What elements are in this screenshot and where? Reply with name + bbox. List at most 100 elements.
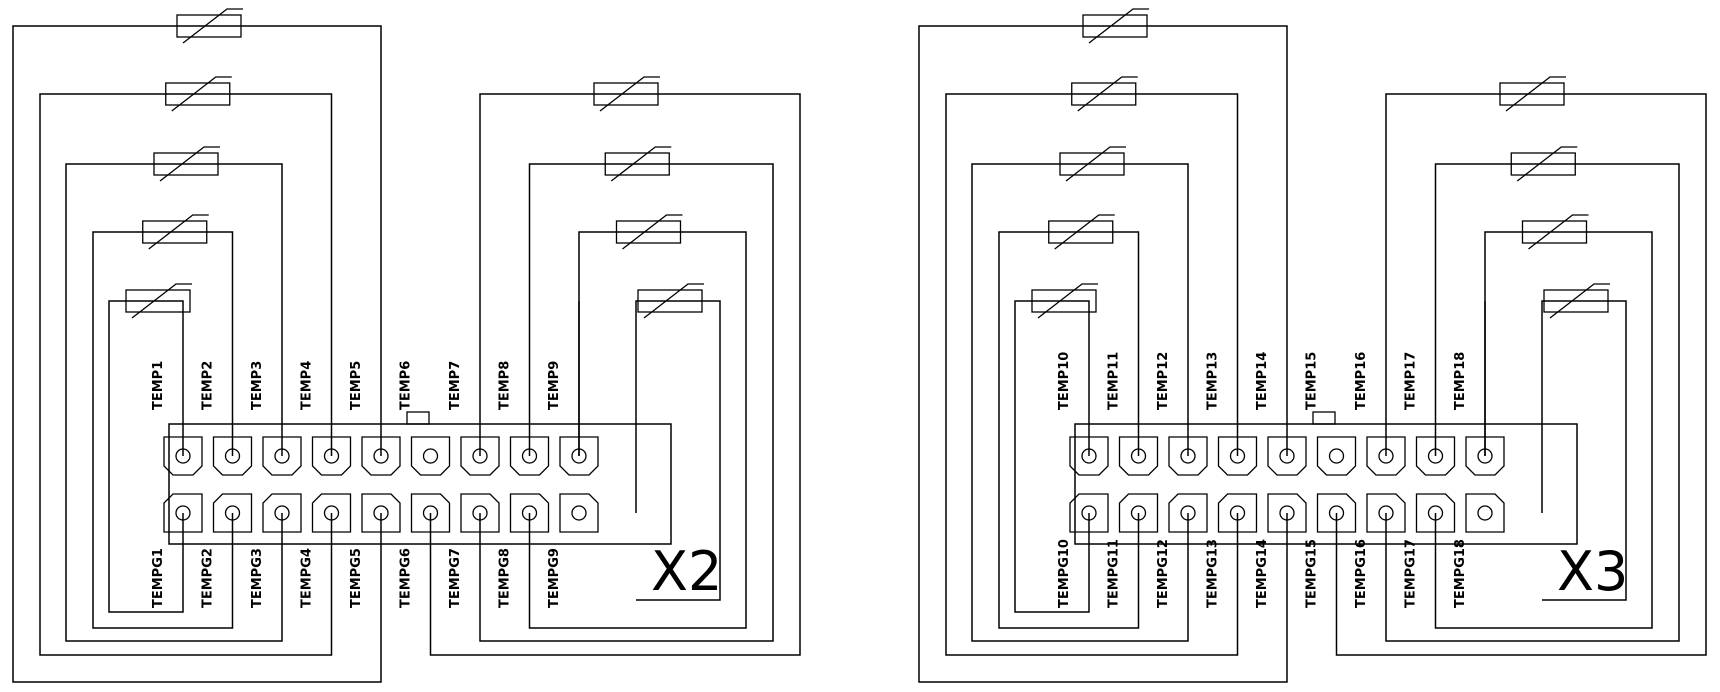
pin-label-bottom: TEMPG6 bbox=[399, 548, 414, 608]
pin-label-bottom: TEMPG17 bbox=[1404, 539, 1419, 608]
connector-pin-icon bbox=[163, 436, 203, 476]
connector-pin-icon bbox=[1168, 436, 1208, 476]
connector-pin-icon bbox=[1267, 493, 1307, 533]
pin-label-top: TEMP10 bbox=[1057, 352, 1072, 410]
loop-wire bbox=[39, 93, 333, 656]
connector-pin-icon bbox=[1366, 436, 1406, 476]
connector-pin-icon bbox=[311, 436, 352, 476]
connector-pin-icon bbox=[1316, 493, 1357, 533]
connector-pin-icon bbox=[1465, 436, 1505, 476]
pin-label-top: TEMP14 bbox=[1255, 352, 1270, 410]
connector-pin-icon bbox=[1465, 493, 1505, 533]
connector-pin-icon bbox=[410, 436, 451, 476]
connector-pin-icon bbox=[1415, 493, 1456, 533]
thermistor-icon bbox=[153, 146, 220, 182]
thermistor-icon bbox=[1543, 283, 1610, 319]
loop-wire bbox=[108, 300, 184, 613]
pin-label-bottom: TEMPG12 bbox=[1156, 539, 1171, 608]
loop-wire bbox=[12, 25, 382, 683]
loop-wire bbox=[1541, 300, 1627, 601]
connector-pin-icon bbox=[361, 493, 401, 533]
connector-pin-icon bbox=[559, 436, 599, 476]
connector-pin-icon bbox=[509, 436, 550, 476]
pin-label-top: TEMP3 bbox=[250, 361, 265, 410]
connector-pin-icon bbox=[1069, 493, 1109, 533]
thermistor-icon bbox=[165, 76, 232, 112]
pin-label-top: TEMP16 bbox=[1354, 352, 1369, 410]
pin-label-bottom: TEMPG3 bbox=[250, 548, 265, 608]
pin-label-top: TEMP9 bbox=[547, 361, 562, 410]
thermistor-icon bbox=[125, 283, 192, 319]
loop-wire bbox=[65, 163, 283, 642]
pin-label-bottom: TEMPG5 bbox=[349, 548, 364, 608]
pin-label-top: TEMP17 bbox=[1404, 352, 1419, 410]
connector-name: X2 bbox=[651, 540, 722, 603]
pin-label-bottom: TEMPG16 bbox=[1354, 539, 1369, 608]
connector-pin-icon bbox=[509, 493, 550, 533]
loop-wire bbox=[635, 300, 721, 601]
connector-pin-icon bbox=[1217, 493, 1258, 533]
connector-name: X3 bbox=[1557, 540, 1628, 603]
thermistor-icon bbox=[593, 76, 660, 112]
thermistor-icon bbox=[1499, 76, 1566, 112]
loop-wire bbox=[1385, 163, 1680, 642]
loop-wire bbox=[528, 231, 747, 629]
connector-key bbox=[1312, 411, 1336, 425]
pin-label-bottom: TEMPG13 bbox=[1206, 539, 1221, 608]
pin-label-top: TEMP5 bbox=[349, 361, 364, 410]
connector-pin-icon bbox=[1217, 436, 1258, 476]
pin-label-bottom: TEMPG9 bbox=[547, 548, 562, 608]
loop-wire bbox=[92, 231, 234, 629]
pin-label-top: TEMP18 bbox=[1453, 352, 1468, 410]
thermistor-icon bbox=[604, 146, 672, 182]
connector-pin-icon bbox=[1168, 493, 1208, 533]
pin-label-bottom: TEMPG8 bbox=[498, 548, 513, 608]
pin-label-bottom: TEMPG18 bbox=[1453, 539, 1468, 608]
pin-label-bottom: TEMPG7 bbox=[448, 548, 463, 608]
loop-wire bbox=[429, 93, 801, 656]
connector-pin-icon bbox=[410, 493, 451, 533]
connector-pin-icon bbox=[212, 493, 253, 533]
connector-pin-icon bbox=[1267, 436, 1307, 476]
thermistor-icon bbox=[615, 214, 683, 250]
loop-wire bbox=[998, 231, 1140, 629]
thermistor-icon bbox=[1082, 8, 1149, 44]
connector-pin-icon bbox=[1069, 436, 1109, 476]
connector-pin-icon bbox=[311, 493, 352, 533]
pin-label-top: TEMP6 bbox=[399, 361, 414, 410]
thermistor-icon bbox=[1071, 76, 1138, 112]
loop-wire bbox=[971, 163, 1189, 642]
pin-label-top: TEMP15 bbox=[1305, 352, 1320, 410]
thermistor-icon bbox=[1031, 283, 1098, 319]
loop-wire bbox=[945, 93, 1239, 656]
pin-label-bottom: TEMPG4 bbox=[300, 548, 315, 608]
pin-label-top: TEMP4 bbox=[300, 361, 315, 410]
pin-label-top: TEMP2 bbox=[201, 361, 216, 410]
thermistor-icon bbox=[1059, 146, 1126, 182]
connector-pin-icon bbox=[163, 493, 203, 533]
pin-label-bottom: TEMPG10 bbox=[1057, 539, 1072, 608]
loop-wire bbox=[918, 25, 1288, 683]
connector-pin-icon bbox=[1366, 493, 1406, 533]
connector-key bbox=[406, 411, 430, 425]
pin-label-bottom: TEMPG11 bbox=[1107, 539, 1122, 608]
pin-label-top: TEMP7 bbox=[448, 361, 463, 410]
connector-pin-icon bbox=[460, 493, 500, 533]
connector-pin-icon bbox=[1118, 436, 1159, 476]
connector-body bbox=[168, 423, 672, 545]
pin-label-top: TEMP13 bbox=[1206, 352, 1221, 410]
thermistor-icon bbox=[1048, 214, 1115, 250]
pin-label-bottom: TEMPG14 bbox=[1255, 539, 1270, 608]
pin-label-top: TEMP11 bbox=[1107, 352, 1122, 410]
pin-label-top: TEMP12 bbox=[1156, 352, 1171, 410]
connector-pin-icon bbox=[559, 493, 599, 533]
connector-pin-icon bbox=[1415, 436, 1456, 476]
thermistor-icon bbox=[1510, 146, 1578, 182]
connector-pin-icon bbox=[361, 436, 401, 476]
loop-wire bbox=[1434, 231, 1653, 629]
connector-pin-icon bbox=[1118, 493, 1159, 533]
loop-wire bbox=[1014, 300, 1090, 613]
connector-pin-icon bbox=[460, 436, 500, 476]
pin-label-top: TEMP8 bbox=[498, 361, 513, 410]
connector-pin-icon bbox=[212, 436, 253, 476]
